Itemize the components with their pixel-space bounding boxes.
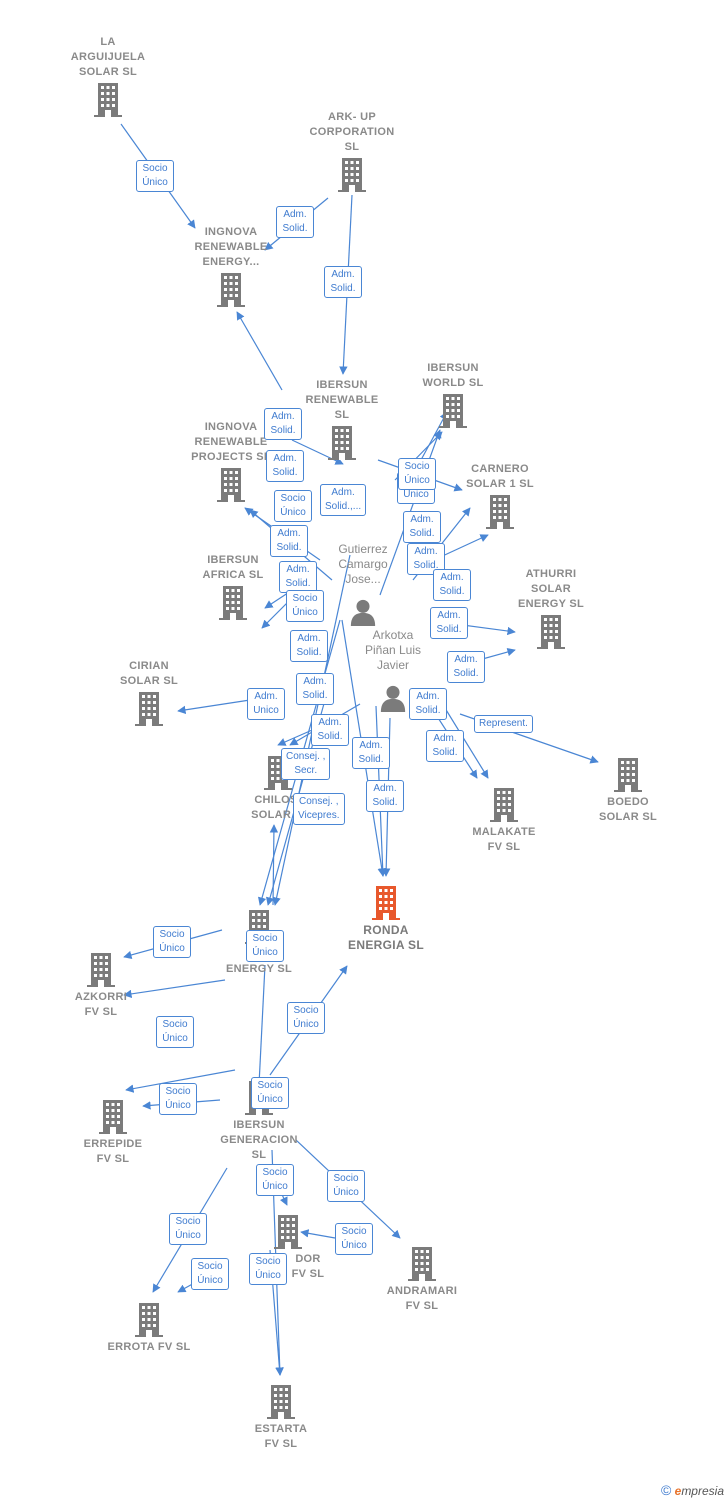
node-label-ibersun_world[interactable]: IBERSUN WORLD SL xyxy=(422,362,484,389)
copyright-icon: © xyxy=(660,1482,672,1498)
building-icon[interactable] xyxy=(490,788,518,822)
edge-line-31 xyxy=(123,979,226,999)
relation-label[interactable]: Adm. Solid. xyxy=(403,511,441,543)
building-icon[interactable] xyxy=(537,615,565,649)
relation-label[interactable]: Adm. Solid. xyxy=(352,737,390,769)
relation-label[interactable]: Consej. , Vicepres. xyxy=(293,793,345,825)
relation-label[interactable]: Socio Único xyxy=(286,590,324,622)
relation-label[interactable]: Socio Único xyxy=(169,1213,207,1245)
relation-label[interactable]: Socio Único xyxy=(156,1016,194,1048)
relation-label[interactable]: Socio Único xyxy=(398,458,436,490)
relation-label[interactable]: Adm. Unico xyxy=(247,688,285,720)
building-icon[interactable] xyxy=(614,758,642,792)
brand-name: mpresia xyxy=(681,1484,724,1498)
relation-label[interactable]: Adm. Solid. xyxy=(296,673,334,705)
node-label-errota[interactable]: ERROTA FV SL xyxy=(107,1341,191,1353)
relation-label[interactable]: Socio Único xyxy=(287,1002,325,1034)
relation-label[interactable]: Adm. Solid. xyxy=(311,714,349,746)
relation-label[interactable]: Adm. Solid. xyxy=(426,730,464,762)
building-icon[interactable] xyxy=(99,1100,127,1134)
node-label-boedo[interactable]: BOEDO SOLAR SL xyxy=(598,796,657,823)
node-label-ingnova_energy[interactable]: INGNOVA RENEWABLE ENERGY... xyxy=(194,226,268,268)
node-label-mirador[interactable]: DOR FV SL xyxy=(291,1253,325,1280)
relation-label[interactable]: Adm. Solid. xyxy=(430,607,468,639)
building-icon[interactable] xyxy=(486,495,514,529)
relation-label[interactable]: Adm. Solid. xyxy=(264,408,302,440)
building-icon[interactable] xyxy=(217,273,245,307)
relation-label[interactable]: Socio Único xyxy=(335,1223,373,1255)
relation-label[interactable]: Socio Único xyxy=(251,1077,289,1109)
node-label-cirian[interactable]: CIRIAN SOLAR SL xyxy=(119,660,178,687)
building-icon[interactable] xyxy=(217,468,245,502)
relation-label[interactable]: Adm. Solid. xyxy=(447,651,485,683)
relation-label[interactable]: Adm. Solid. xyxy=(266,450,304,482)
relation-label[interactable]: Socio Único xyxy=(246,930,284,962)
node-label-carnero[interactable]: CARNERO SOLAR 1 SL xyxy=(466,463,534,490)
edge-line-3 xyxy=(236,311,283,391)
edge-line-37 xyxy=(300,1229,336,1239)
relation-label[interactable]: Adm. Solid. xyxy=(276,206,314,238)
relation-label[interactable]: Socio Único xyxy=(327,1170,365,1202)
edge-line-4 xyxy=(291,439,344,465)
edge-line-35 xyxy=(255,964,266,1086)
relation-label[interactable]: Adm. Solid. xyxy=(433,569,471,601)
edge-line-29 xyxy=(269,824,279,906)
node-label-ibersun_generacion[interactable]: IBERSUN GENERACION SL xyxy=(220,1119,298,1161)
node-label-azkorri[interactable]: AZKORRI FV SL xyxy=(74,991,128,1018)
brand-footer: © empresia xyxy=(661,1482,724,1498)
building-icon[interactable] xyxy=(439,394,467,428)
brand-logo-e: e xyxy=(674,1484,682,1498)
node-label-errepide[interactable]: ERREPIDE FV SL xyxy=(83,1138,143,1165)
relation-label[interactable]: Adm. Solid.,... xyxy=(320,484,367,516)
node-label-estarta[interactable]: ESTARTA FV SL xyxy=(254,1423,308,1450)
relation-label[interactable]: Adm. Solid. xyxy=(366,780,404,812)
building-icon[interactable] xyxy=(372,886,400,920)
building-icon[interactable] xyxy=(219,586,247,620)
building-icon[interactable] xyxy=(274,1215,302,1249)
node-label-athurri[interactable]: ATHURRI SOLAR ENERGY SL xyxy=(517,568,585,610)
node-label-ibersun_renewable[interactable]: IBERSUN RENEWABLE SL xyxy=(305,379,379,421)
person-icon[interactable] xyxy=(350,599,376,626)
building-icon[interactable] xyxy=(328,426,356,460)
relation-label[interactable]: Adm. Solid. xyxy=(290,630,328,662)
relation-label[interactable]: Consej. , Secr. xyxy=(281,748,331,780)
building-icon[interactable] xyxy=(135,692,163,726)
building-icon[interactable] xyxy=(408,1247,436,1281)
edge-line-23 xyxy=(177,699,251,715)
building-icon[interactable] xyxy=(94,83,122,117)
relation-label[interactable]: Socio Único xyxy=(274,490,312,522)
relation-label[interactable]: Adm. Solid. xyxy=(324,266,362,298)
node-label-ark_up[interactable]: ARK- UP CORPORATION SL xyxy=(309,111,395,153)
building-icon[interactable] xyxy=(87,953,115,987)
relation-label[interactable]: Socio Único xyxy=(249,1253,287,1285)
node-label-la_arguijuela[interactable]: LA ARGUIJUELA SOLAR SL xyxy=(70,36,146,78)
node-label-ingnova_projects[interactable]: INGNOVA RENEWABLE PROJECTS SL xyxy=(191,421,271,463)
node-label-malakate[interactable]: MALAKATE FV SL xyxy=(472,826,536,853)
building-icon[interactable] xyxy=(135,1303,163,1337)
relation-label[interactable]: Represent. xyxy=(474,715,533,733)
edge-line-32 xyxy=(125,1069,236,1093)
relation-label[interactable]: Socio Único xyxy=(159,1083,197,1115)
node-label-ronda[interactable]: RONDA ENERGIA SL xyxy=(348,923,424,952)
relation-label[interactable]: Adm. Solid. xyxy=(409,688,447,720)
building-icon[interactable] xyxy=(338,158,366,192)
person-icon[interactable] xyxy=(380,685,406,712)
node-label-andramari[interactable]: ANDRAMARI FV SL xyxy=(386,1285,458,1312)
edge-line-14 xyxy=(439,699,489,779)
person-label-arkotxa[interactable]: Arkotxa Piñan Luis Javier xyxy=(364,628,422,672)
relation-label[interactable]: Socio Único xyxy=(191,1258,229,1290)
relation-label[interactable]: Socio Único xyxy=(153,926,191,958)
relation-label[interactable]: Adm. Solid. xyxy=(279,561,317,593)
node-label-ibersun_africa[interactable]: IBERSUN AFRICA SL xyxy=(202,554,264,581)
relation-label[interactable]: Socio Único xyxy=(136,160,174,192)
building-icon[interactable] xyxy=(267,1385,295,1419)
relation-label[interactable]: Socio Único xyxy=(256,1164,294,1196)
person-label-gutierrez[interactable]: Gutierrez Camargo Jose... xyxy=(338,542,388,586)
relation-label[interactable]: Adm. Solid. xyxy=(270,525,308,557)
